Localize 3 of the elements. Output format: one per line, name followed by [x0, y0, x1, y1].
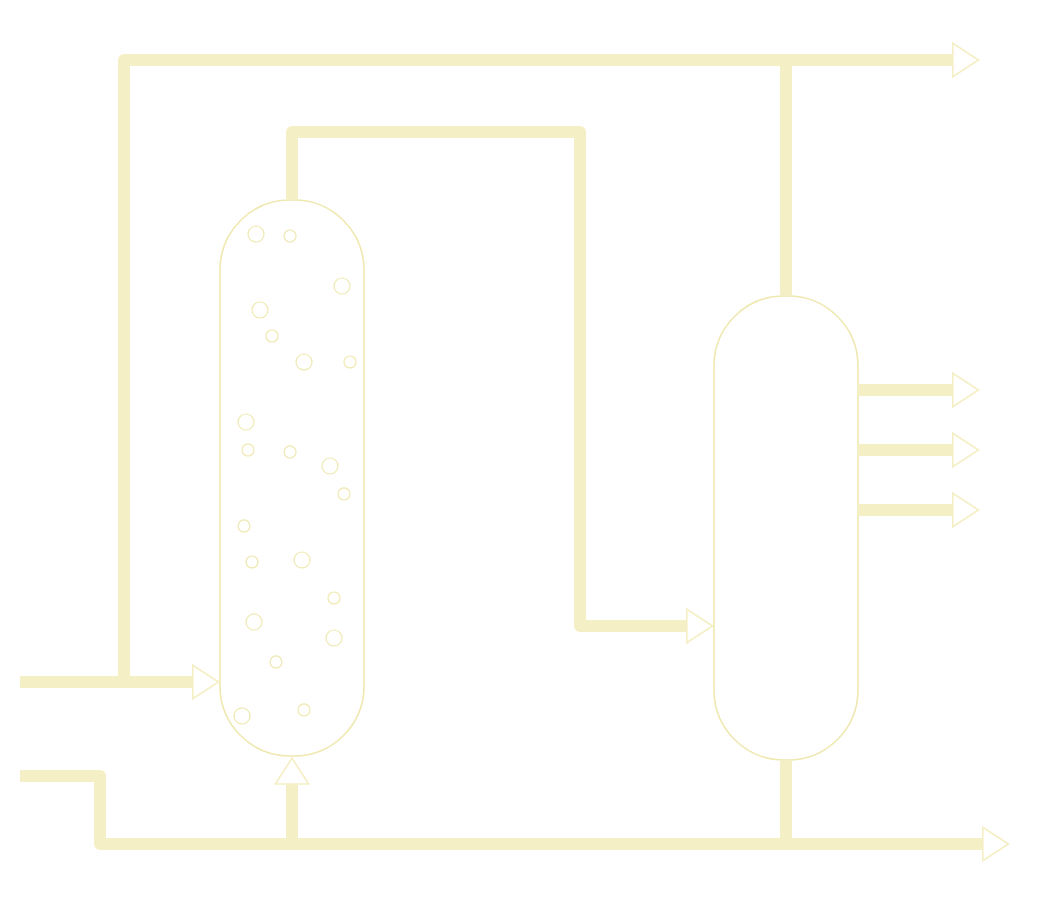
vessel — [713, 295, 859, 761]
vessel — [219, 199, 365, 757]
pipe-arrow — [780, 41, 980, 296]
